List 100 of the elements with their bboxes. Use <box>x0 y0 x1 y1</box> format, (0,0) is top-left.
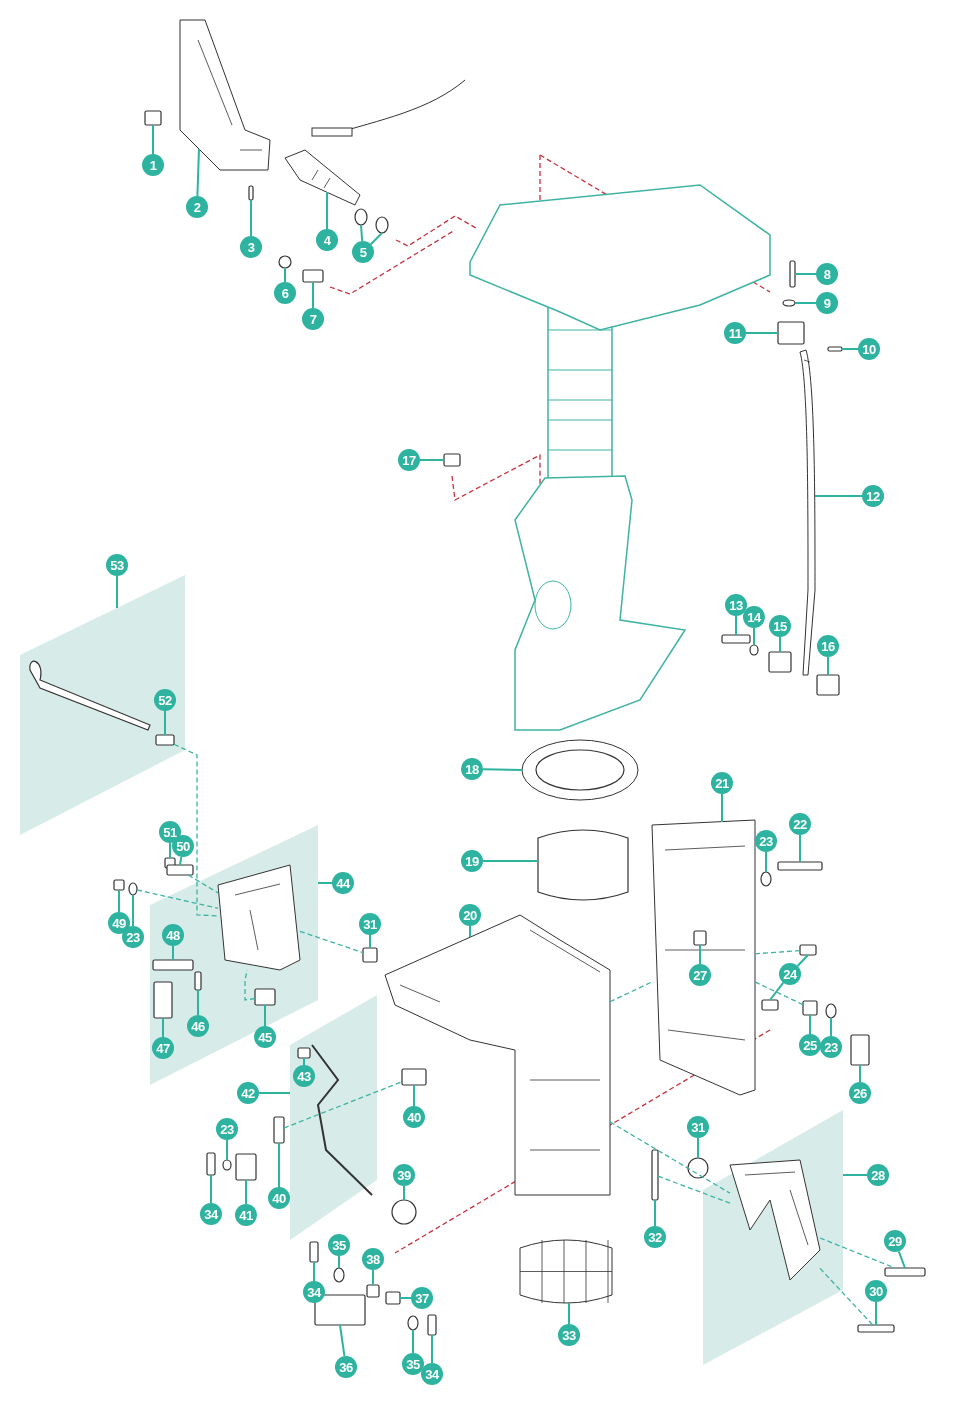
leader-line <box>326 191 328 230</box>
spring-drawing <box>802 1000 818 1016</box>
spring-drawing <box>391 1199 417 1225</box>
spring-rod-drawing <box>152 959 194 971</box>
bolt-drawing <box>857 1324 895 1333</box>
leader-line <box>132 894 134 927</box>
callout-number: 35 <box>328 1234 350 1256</box>
callout-number: 25 <box>799 1034 821 1056</box>
washer-drawing <box>128 882 138 896</box>
callout-number: 53 <box>106 554 128 576</box>
leader-line <box>842 1174 868 1176</box>
assembly-line <box>283 1081 403 1129</box>
leader-line <box>226 1139 228 1161</box>
callout-number: 33 <box>558 1324 580 1346</box>
leader-line <box>169 842 171 859</box>
callout-number: 41 <box>235 1204 257 1226</box>
leader-line <box>284 267 286 283</box>
assembly-line <box>609 1121 731 1194</box>
spring-drawing <box>155 734 175 746</box>
leader-line <box>338 1255 340 1269</box>
leader-line <box>745 332 779 334</box>
bolt-drawing <box>206 1152 216 1176</box>
leader-line <box>258 1092 291 1094</box>
shaded-panel <box>703 1110 843 1365</box>
bolt-drawing <box>789 260 796 288</box>
callout-number: 26 <box>849 1082 871 1104</box>
callout-number: 23 <box>216 1118 238 1140</box>
callout-number: 49 <box>108 912 130 934</box>
leader-line <box>360 224 364 243</box>
o-ring-drawing <box>375 216 389 234</box>
leader-line <box>568 1302 570 1325</box>
bushing-drawing <box>362 947 378 963</box>
callout-number: 40 <box>403 1106 425 1128</box>
assembly-line <box>609 981 653 1003</box>
leader-line <box>753 627 755 646</box>
pin-drawing <box>194 971 202 991</box>
assembly-line <box>819 1267 874 1326</box>
tiller-handle-drawing <box>179 19 271 171</box>
leader-line <box>796 954 809 967</box>
leader-line <box>413 1084 415 1107</box>
leader-line <box>482 860 539 862</box>
callout-number: 16 <box>817 635 839 657</box>
sleeve-drawing <box>297 1047 311 1059</box>
callout-number: 30 <box>865 1280 887 1302</box>
assembly-line <box>819 1237 896 1269</box>
leader-line <box>399 1297 412 1299</box>
leader-line <box>412 1329 414 1354</box>
leader-line <box>875 1301 877 1326</box>
spring-drawing <box>385 1291 401 1305</box>
callout-number: 37 <box>411 1287 433 1309</box>
assembly-line <box>754 949 801 955</box>
bearing-cage-drawing <box>537 829 629 901</box>
callout-number: 4 <box>316 229 338 251</box>
leader-line <box>152 124 154 155</box>
bolt-drawing <box>427 1314 437 1336</box>
pin-drawing <box>273 1116 285 1144</box>
bushing-drawing <box>687 1157 709 1179</box>
callout-number: 35 <box>402 1353 424 1375</box>
callout-number: 21 <box>711 772 733 794</box>
latch-drawing <box>153 981 173 1019</box>
ball-drawing <box>278 255 292 269</box>
leader-line <box>794 273 817 275</box>
plate-drawing <box>166 864 194 876</box>
callout-number: 31 <box>687 1116 709 1138</box>
leader-line <box>697 1137 699 1159</box>
assembly-line <box>136 889 219 909</box>
callout-number: 12 <box>862 485 884 507</box>
leader-line <box>827 656 829 676</box>
washer-drawing <box>407 1315 419 1331</box>
leader-line <box>765 851 767 873</box>
leader-line <box>735 615 737 636</box>
leader-line <box>794 302 817 304</box>
leader-line <box>303 1057 305 1066</box>
washer-drawing <box>760 871 772 887</box>
callout-number: 36 <box>335 1356 357 1378</box>
callout-number: 14 <box>743 606 765 628</box>
cover-drawing <box>144 110 162 126</box>
leader-line <box>372 1269 374 1286</box>
washer-drawing <box>749 644 759 656</box>
leader-line <box>250 199 252 237</box>
bolt-drawing <box>309 1241 319 1263</box>
leader-line <box>419 459 445 461</box>
o-ring-drawing <box>354 208 368 226</box>
callout-number: 44 <box>332 872 354 894</box>
callout-number: 10 <box>858 338 880 360</box>
leader-line <box>164 710 166 736</box>
leader-line <box>431 1334 433 1364</box>
leader-line <box>769 981 785 1001</box>
callout-number: 32 <box>644 1226 666 1248</box>
callout-number: 23 <box>755 830 777 852</box>
leader-line <box>830 1017 832 1037</box>
nut-drawing <box>113 879 125 891</box>
leader-line <box>859 1064 861 1083</box>
washer-drawing <box>222 1159 232 1171</box>
callout-number: 8 <box>816 263 838 285</box>
shaded-panel <box>20 575 185 835</box>
callout-number: 1 <box>142 154 164 176</box>
fitting-drawing <box>761 999 779 1011</box>
bolt-drawing <box>777 861 823 871</box>
callout-number: 13 <box>725 594 747 616</box>
